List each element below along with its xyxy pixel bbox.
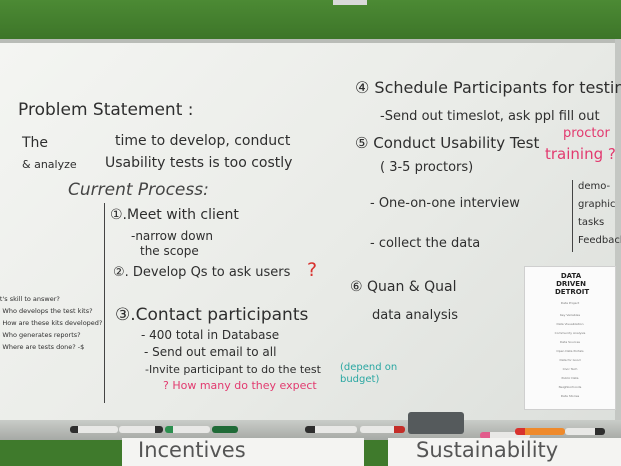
step1-sub1: -narrow down bbox=[131, 229, 214, 243]
step3-question-note: ? How many do they expect bbox=[163, 379, 317, 392]
marker[interactable] bbox=[515, 428, 565, 435]
marker[interactable] bbox=[480, 432, 530, 439]
problem-line2-a: & analyze bbox=[22, 158, 77, 171]
step5-sub: ( 3-5 proctors) bbox=[380, 160, 474, 175]
step3-sub3: -Invite participant to do the test bbox=[145, 363, 321, 376]
marker[interactable] bbox=[565, 428, 605, 435]
flyer-line: Data Visualization bbox=[556, 322, 584, 326]
flyer-line: Community Analysis bbox=[554, 331, 586, 335]
step2-label: ②. Develop Qs to ask users bbox=[113, 265, 291, 280]
whiteboard-frame bbox=[615, 39, 621, 427]
marker[interactable] bbox=[165, 426, 210, 433]
marker[interactable] bbox=[212, 426, 238, 433]
step5-label: ⑤ Conduct Usability Test bbox=[355, 134, 540, 152]
step1-sub2: the scope bbox=[140, 244, 199, 258]
problem-line1-a: The bbox=[22, 135, 49, 151]
flyer-line: Data for Good bbox=[559, 358, 581, 362]
problem-line2-b: Usability tests is too costly bbox=[105, 155, 293, 171]
left-note-4: - Who generates reports? bbox=[0, 331, 81, 339]
right-brace bbox=[572, 180, 573, 252]
flyer-line: Public Data bbox=[561, 376, 579, 380]
step3-sub1: - 400 total in Database bbox=[141, 328, 280, 342]
flyer-logo-line: DETROIT bbox=[555, 288, 590, 296]
green-wall bbox=[0, 0, 621, 42]
data-driven-detroit-flyer: DATA DRIVEN DETROIT Data Project Key Var… bbox=[524, 266, 616, 410]
flyer-line: Data Project bbox=[560, 301, 580, 305]
proctor-note-line2: training ? bbox=[545, 145, 616, 163]
flyer-line: Neighborhoods bbox=[558, 385, 582, 389]
flyer-logo-line: DATA bbox=[560, 272, 582, 280]
wall-clip bbox=[333, 0, 367, 5]
step6-label: ⑥ Quan & Qual bbox=[350, 279, 457, 295]
marker[interactable] bbox=[119, 426, 163, 433]
collect-item: - collect the data bbox=[370, 236, 481, 251]
interview-item: - One-on-one interview bbox=[370, 196, 520, 211]
step4-sub: -Send out timeslot, ask ppl fill out bbox=[380, 109, 600, 124]
problem-title: Problem Statement : bbox=[18, 100, 194, 120]
left-note-2: - Who develops the test kits? bbox=[0, 307, 93, 315]
right-list-item: graphic bbox=[578, 199, 616, 210]
step4-label: ④ Schedule Participants for testing bbox=[355, 78, 621, 97]
flyer-logo: DATA DRIVEN DETROIT bbox=[555, 272, 590, 296]
sustainability-sign: Sustainability bbox=[388, 438, 621, 466]
step1-label: ①.Meet with client bbox=[110, 207, 239, 223]
left-note-3: - How are these kits developed? bbox=[0, 319, 103, 327]
flyer-line: Data Sources bbox=[560, 340, 580, 344]
flyer-line: Open Data Portals bbox=[556, 349, 584, 353]
step3-label: ③.Contact participants bbox=[115, 305, 309, 325]
right-list-item: tasks bbox=[578, 217, 605, 228]
step2-question-mark: ? bbox=[307, 259, 318, 281]
process-brace bbox=[104, 203, 105, 403]
step3-budget-note: (depend on budget) bbox=[340, 362, 398, 385]
marker[interactable] bbox=[70, 426, 118, 433]
proctor-note-line1: proctor bbox=[563, 126, 610, 141]
right-list-item: demo- bbox=[578, 181, 611, 192]
marker[interactable] bbox=[360, 426, 405, 433]
flyer-logo-line: DRIVEN bbox=[556, 280, 586, 288]
left-note-5: - Where are tests done? -$ bbox=[0, 343, 85, 351]
whiteboard bbox=[0, 39, 621, 427]
right-list: demo- graphic tasks Feedback bbox=[578, 178, 621, 250]
eraser[interactable] bbox=[408, 412, 464, 434]
step6-sub: data analysis bbox=[372, 308, 459, 323]
marker[interactable] bbox=[305, 426, 357, 433]
problem-line1-b: time to develop, conduct bbox=[115, 133, 291, 149]
right-list-item: Feedback bbox=[578, 235, 621, 246]
left-note-1: It's skill to answer? bbox=[0, 295, 60, 303]
current-process-heading: Current Process: bbox=[68, 180, 209, 200]
flyer-line: Civic Tech bbox=[562, 367, 578, 371]
left-edge-notes: It's skill to answer? - Who develops the… bbox=[0, 293, 102, 353]
flyer-line: Data Stories bbox=[560, 394, 580, 398]
step3-sub2: - Send out email to all bbox=[144, 345, 277, 359]
incentives-sign: Incentives bbox=[122, 438, 364, 466]
flyer-line: Key Variables bbox=[559, 313, 581, 317]
